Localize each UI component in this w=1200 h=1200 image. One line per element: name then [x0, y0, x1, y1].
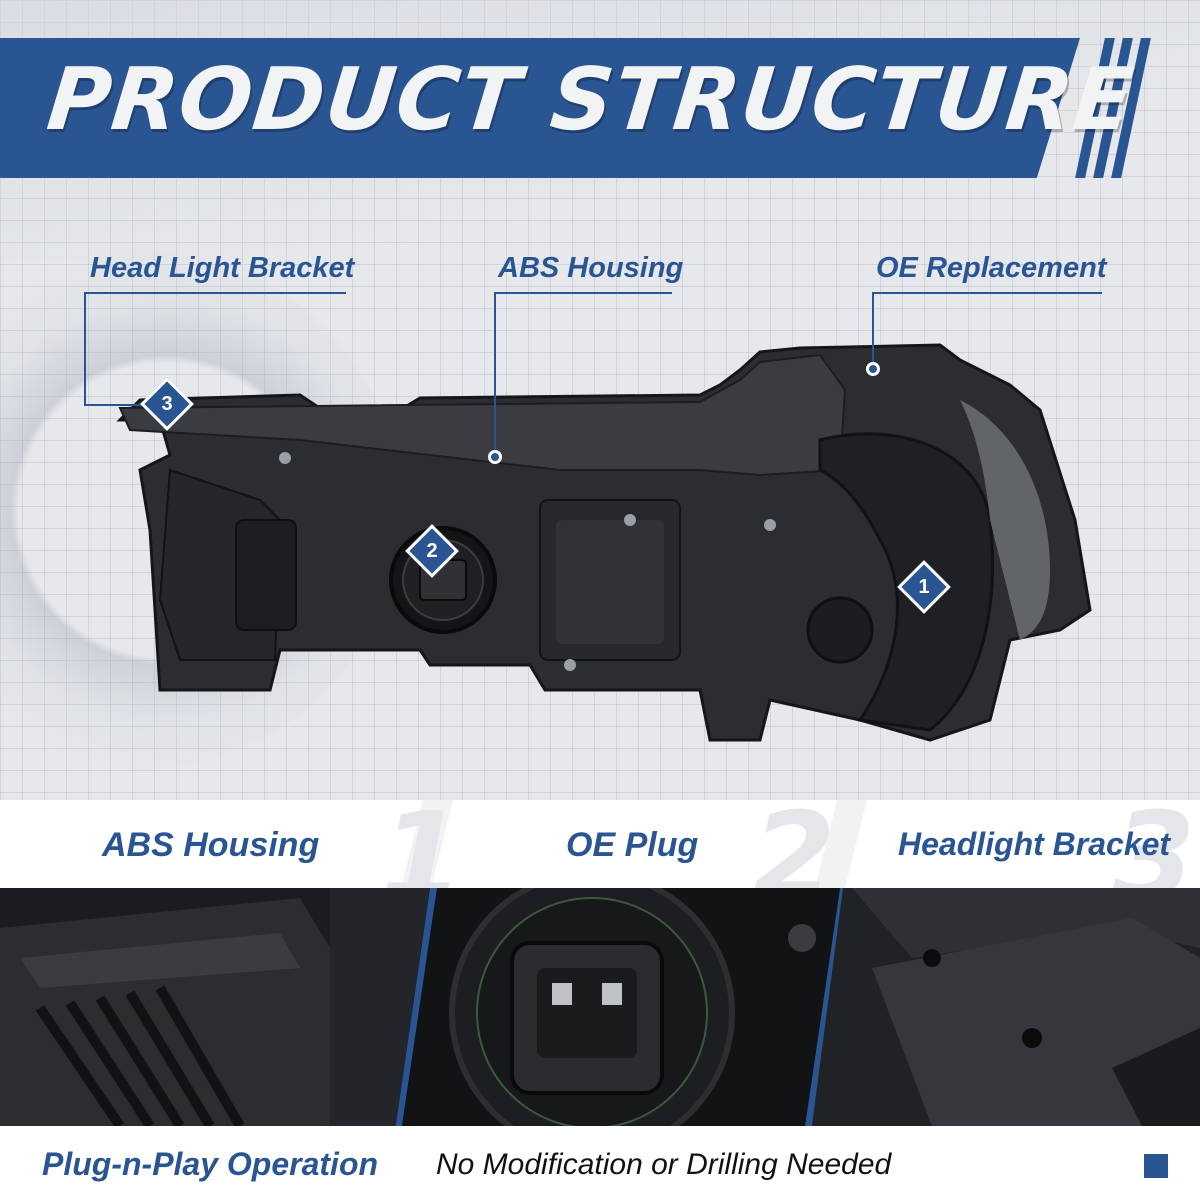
abs-callout-dot: [488, 450, 502, 464]
oe-callout-underline: [872, 292, 1102, 294]
footer-no-modification: No Modification or Drilling Needed: [436, 1148, 892, 1181]
oe-callout-dot: [866, 362, 880, 376]
callout-head-light-bracket: Head Light Bracket: [90, 252, 355, 284]
detail-photo-oe-plug: [402, 888, 840, 1126]
abs-callout-vertical: [494, 292, 496, 454]
left-socket: [235, 519, 297, 631]
detail-photo-headlight-bracket: [812, 888, 1200, 1126]
lens-edge: [960, 400, 1050, 640]
feature-label-headlight-bracket: Headlight Bracket: [898, 826, 1171, 862]
headlight-illustration: [116, 343, 1092, 742]
title-banner: [0, 38, 1080, 178]
feature-labels-row: 1 2 3 ABS Housing OE Plug Headlight Brac…: [0, 800, 1200, 888]
feature-number-2: 2: [752, 800, 836, 888]
dust-cap: [806, 596, 874, 664]
feature-label-abs-housing: ABS Housing: [102, 826, 320, 864]
footer-plug-n-play: Plug-n-Play Operation: [42, 1146, 379, 1182]
page-title: PRODUCT STRUCTURE: [42, 50, 1139, 150]
bracket-callout-underline: [84, 292, 346, 294]
feature-number-1: 1: [380, 800, 464, 888]
detail-photo-abs-housing: [0, 888, 430, 1126]
feature-label-oe-plug: OE Plug: [566, 826, 699, 864]
footer-square-icon: [1144, 1154, 1168, 1178]
detail-photo-strip: [0, 888, 1200, 1126]
bracket-callout-horizontal: [84, 404, 150, 406]
bracket-callout-vertical: [84, 292, 86, 404]
oe-callout-vertical: [872, 292, 874, 362]
footer-bar: Plug-n-Play Operation No Modification or…: [0, 1126, 1200, 1200]
callout-abs-housing: ABS Housing: [498, 252, 684, 284]
feature-number-3: 3: [1112, 800, 1196, 888]
callout-oe-replacement: OE Replacement: [876, 252, 1107, 284]
abs-callout-underline: [494, 292, 672, 294]
